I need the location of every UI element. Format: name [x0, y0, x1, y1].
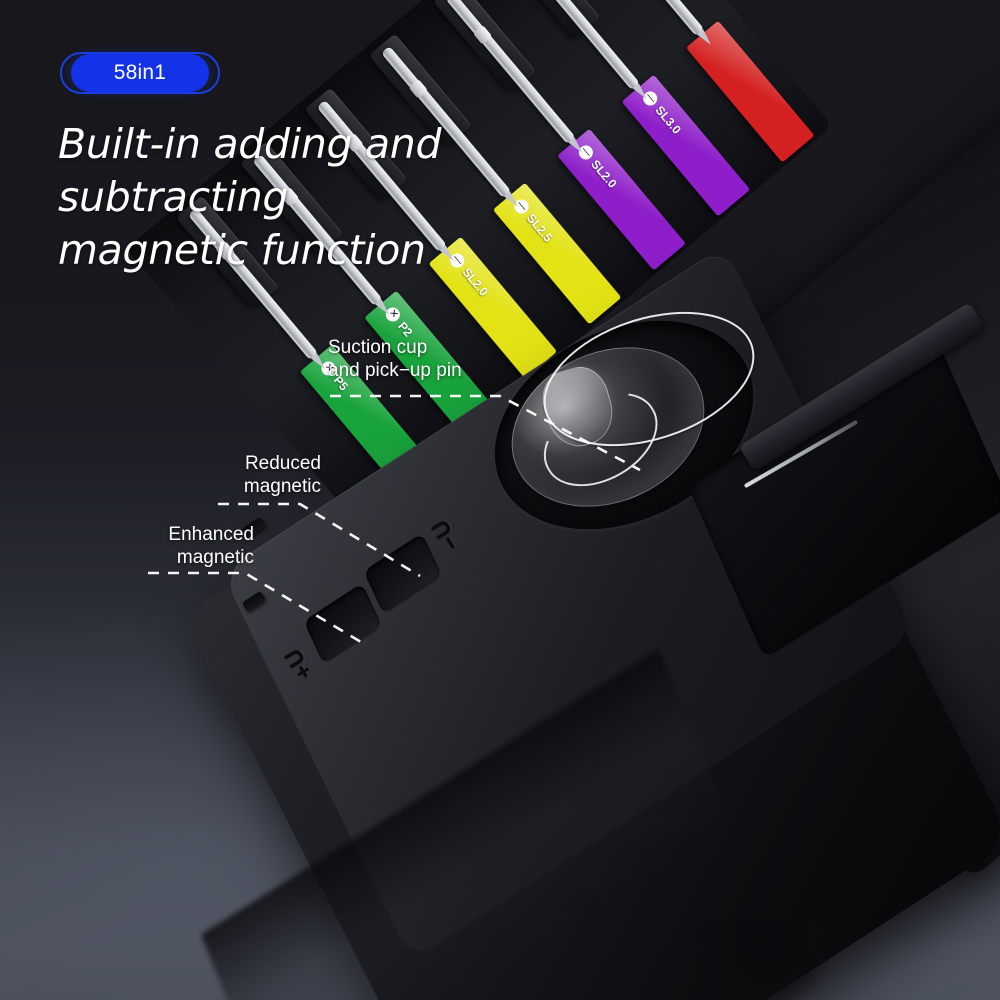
callout-reduced-magnetic: Reduced magnetic [133, 452, 321, 498]
callout-reduced-line-2: magnetic [243, 476, 321, 497]
badge-pill: 58in1 [71, 54, 209, 92]
bit-size-label: SL2.0 [588, 157, 620, 191]
badge-58in1: 58in1 [60, 52, 220, 94]
bit-size-label: SL3.0 [652, 103, 684, 137]
callout-suction-line-2: and pick−up pin [328, 360, 462, 381]
headline-line-2: subtracting [58, 173, 289, 221]
case-tip-shadow [690, 920, 830, 1000]
callout-reduced-line-1: Reduced [244, 453, 321, 474]
headline-line-1: Built-in adding and [58, 120, 442, 168]
callout-suction-cup: Suction cup and pick−up pin [328, 336, 462, 382]
page-title: Built-in adding and subtracting magnetic… [58, 118, 528, 277]
callout-enhanced-magnetic: Enhanced magnetic [90, 523, 254, 569]
headline-line-3: magnetic function [58, 226, 426, 274]
callout-enhanced-line-2: magnetic [176, 547, 254, 568]
badge-outer-ring [60, 52, 220, 94]
callout-enhanced-line-1: Enhanced [168, 524, 254, 545]
bit-size-label: SL2.5 [523, 211, 556, 245]
badge-label: 58in1 [113, 61, 167, 84]
callout-suction-line-1: Suction cup [328, 337, 428, 358]
